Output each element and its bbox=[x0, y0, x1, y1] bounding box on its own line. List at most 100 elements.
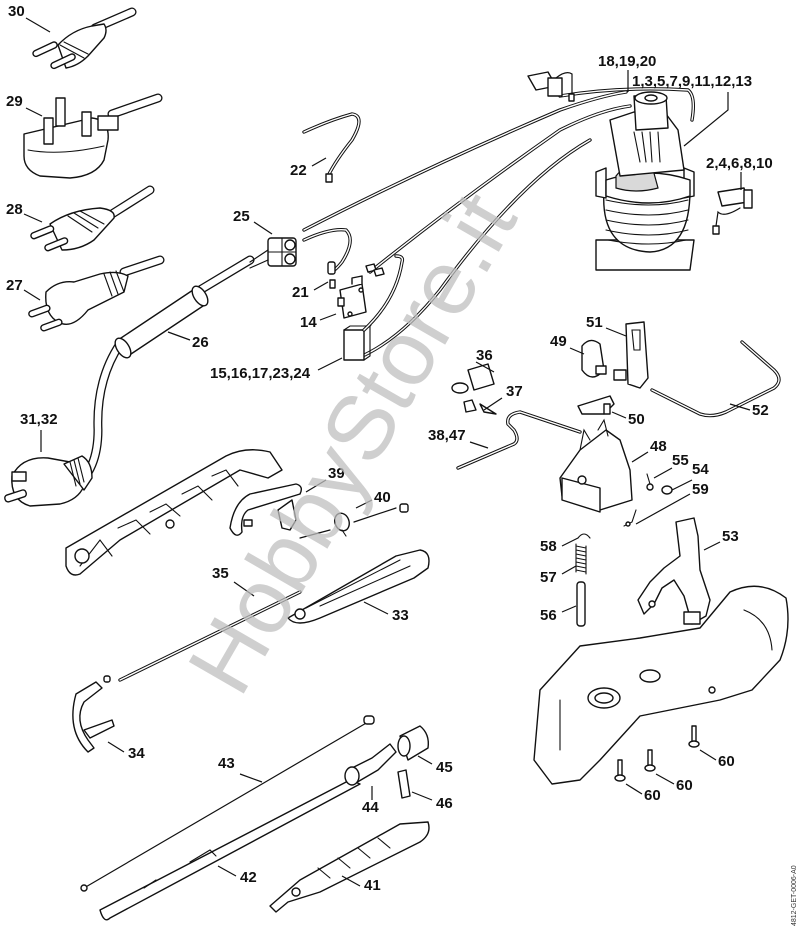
callout-label: 30 bbox=[8, 3, 25, 20]
callout-label: 36 bbox=[476, 347, 493, 364]
callout-label: 21 bbox=[292, 284, 309, 301]
part-60-screw-a[interactable] bbox=[688, 725, 700, 748]
part-60-screw-b[interactable] bbox=[644, 749, 656, 772]
callout-label: 60 bbox=[718, 753, 735, 770]
part-27-schuko-plug[interactable] bbox=[28, 255, 165, 332]
callout-label: 56 bbox=[540, 607, 557, 624]
callout-label: 59 bbox=[692, 481, 709, 498]
callout-label: 33 bbox=[392, 607, 409, 624]
part-57-compression-spring[interactable] bbox=[575, 543, 587, 575]
part-21-connector[interactable] bbox=[327, 261, 336, 289]
callout-60-c: 60 bbox=[625, 783, 661, 804]
part-51-slider[interactable] bbox=[613, 321, 649, 389]
callout-56: 56 bbox=[540, 605, 577, 624]
part-22-wire[interactable] bbox=[302, 112, 361, 183]
callout-25: 25 bbox=[233, 208, 273, 235]
part-18-20-brush-holder[interactable] bbox=[527, 71, 575, 102]
part-52-bracket-rod[interactable] bbox=[650, 340, 781, 418]
callout-label: 48 bbox=[650, 438, 667, 455]
part-48-switch-housing[interactable] bbox=[559, 418, 633, 513]
part-59-spring[interactable] bbox=[623, 509, 637, 527]
gear-housing bbox=[533, 585, 789, 785]
callout-label: 31,32 bbox=[20, 411, 58, 428]
callout-label: 2,4,6,8,10 bbox=[706, 155, 773, 172]
callout-54: 54 bbox=[671, 461, 709, 491]
callout-label: 55 bbox=[672, 452, 689, 469]
part-36-lever[interactable] bbox=[451, 363, 495, 394]
part-45-clip-sleeve[interactable] bbox=[397, 725, 430, 761]
part-29-uk-plug[interactable] bbox=[23, 93, 163, 179]
callout-40: 40 bbox=[355, 489, 391, 509]
callout-38-47: 38,47 bbox=[428, 427, 489, 449]
callout-18-20: 18,19,20 bbox=[598, 53, 656, 92]
part-60-screw-c[interactable] bbox=[614, 759, 626, 782]
callout-14: 14 bbox=[300, 313, 337, 331]
callout-label: 18,19,20 bbox=[598, 53, 656, 70]
part-31-32-au-plug[interactable] bbox=[4, 455, 93, 507]
callout-label: 51 bbox=[586, 314, 603, 331]
watermark: HobbyStore.it bbox=[169, 176, 536, 710]
callout-label: 40 bbox=[374, 489, 391, 506]
part-46-clip[interactable] bbox=[397, 769, 411, 799]
callout-45: 45 bbox=[417, 755, 453, 776]
callout-label: 35 bbox=[212, 565, 229, 582]
callout-label: 15,16,17,23,24 bbox=[210, 365, 311, 382]
part-56-pin[interactable] bbox=[576, 581, 586, 627]
callout-36: 36 bbox=[475, 347, 495, 373]
callout-label: 22 bbox=[290, 162, 307, 179]
part-34-lever-guide[interactable] bbox=[72, 675, 115, 753]
part-53-lever[interactable] bbox=[637, 517, 711, 625]
callout-label: 52 bbox=[752, 402, 769, 419]
callout-label: 42 bbox=[240, 869, 257, 886]
part-1-13-motor[interactable] bbox=[595, 91, 695, 271]
callout-42: 42 bbox=[217, 865, 257, 886]
part-43-cable[interactable] bbox=[80, 715, 375, 892]
part-37-spring[interactable] bbox=[463, 399, 497, 415]
callout-label: 1,3,5,7,9,11,12,13 bbox=[632, 73, 752, 90]
part-28-flat-plug[interactable] bbox=[30, 185, 155, 252]
part-2-10-carbon-brush[interactable] bbox=[712, 187, 753, 235]
callout-31-32: 31,32 bbox=[20, 411, 58, 452]
callout-30: 30 bbox=[8, 3, 51, 33]
callout-label: 60 bbox=[644, 787, 661, 804]
part-58-circlip[interactable] bbox=[577, 533, 591, 539]
part-49-cam[interactable] bbox=[581, 339, 607, 378]
part-54-nut[interactable] bbox=[661, 485, 673, 495]
part-25-terminal-block[interactable] bbox=[249, 237, 297, 269]
callout-55: 55 bbox=[653, 452, 689, 479]
callout-59: 59 bbox=[635, 481, 709, 525]
callout-label: 26 bbox=[192, 334, 209, 351]
callout-label: 45 bbox=[436, 759, 453, 776]
callout-2-10: 2,4,6,8,10 bbox=[706, 155, 773, 190]
callout-label: 38,47 bbox=[428, 427, 466, 444]
part-15-24-capacitor[interactable] bbox=[343, 254, 405, 361]
callout-35: 35 bbox=[212, 565, 255, 597]
callout-label: 57 bbox=[540, 569, 557, 586]
part-39-trigger[interactable] bbox=[229, 483, 303, 536]
part-41-handle-cover[interactable] bbox=[269, 821, 430, 913]
callout-label: 49 bbox=[550, 333, 567, 350]
part-55-spring[interactable] bbox=[646, 473, 654, 491]
part-40-torsion-spring[interactable] bbox=[299, 503, 409, 539]
callout-60-a: 60 bbox=[699, 749, 735, 770]
callout-50: 50 bbox=[611, 411, 645, 428]
callout-label: 37 bbox=[506, 383, 523, 400]
part-50-catch[interactable] bbox=[577, 395, 615, 415]
motor-wire-harness[interactable] bbox=[302, 87, 696, 360]
part-38-47-rod[interactable] bbox=[456, 410, 582, 470]
part-35-pull-rod[interactable] bbox=[118, 590, 302, 682]
callout-49: 49 bbox=[550, 333, 585, 355]
part-14-micro-switch[interactable] bbox=[337, 263, 385, 319]
callout-52: 52 bbox=[729, 402, 769, 419]
callout-57: 57 bbox=[540, 565, 577, 586]
callout-43: 43 bbox=[218, 755, 263, 783]
part-44-sleeve[interactable] bbox=[344, 743, 397, 786]
part-30-euro-plug[interactable] bbox=[32, 7, 137, 70]
callout-label: 44 bbox=[362, 799, 379, 816]
callout-label: 28 bbox=[6, 201, 23, 218]
callout-58: 58 bbox=[540, 537, 579, 555]
part-33-handle-shell[interactable] bbox=[287, 549, 430, 624]
callout-26: 26 bbox=[167, 331, 209, 351]
part-42-cable-guide[interactable] bbox=[99, 779, 361, 921]
